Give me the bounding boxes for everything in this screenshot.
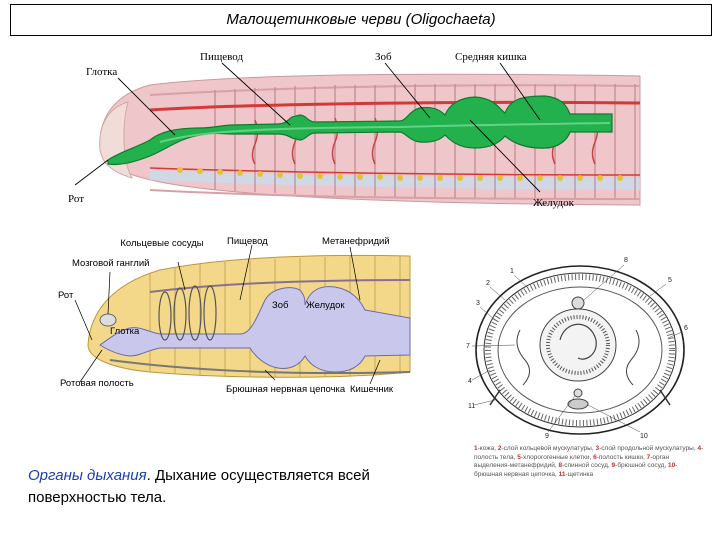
label-gizzard-bottom: Желудок [306,300,345,311]
top-worm-diagram: Глотка Пищевод Зоб Средняя кишка Рот Жел… [68,51,641,209]
label-ventral-nerve-cord: Брюшная нервная цепочка [226,384,346,395]
label-intestine: Кишечник [350,384,394,395]
label-mouth-top: Рот [68,193,84,205]
caption-highlight: Органы дыхания [28,467,147,484]
label-mouth-bottom: Рот [58,290,74,301]
label-brain-ganglion: Мозговой ганглий [72,258,149,269]
num-6: 6 [684,325,688,332]
label-ring-vessels: Кольцевые сосуды [120,238,203,249]
dorsal-vessel-section [571,296,585,310]
label-metanephridium: Метанефридий [322,236,390,247]
num-9: 9 [545,433,549,440]
label-oral-cavity: Ротовая полость [60,378,134,389]
num-11: 11 [468,403,475,410]
slide-title: Малощетинковые черви (Oligochaeta) [10,4,712,36]
nerve-cord-section [567,398,589,410]
digestive-tract [107,95,613,166]
label-esophagus-bottom: Пищевод [227,236,268,247]
gut [539,308,617,382]
num-3: 3 [476,300,480,307]
cross-section-diagram: 1 2 3 4 5 6 7 8 9 10 11 [466,257,688,440]
num-7: 7 [466,343,470,350]
respiration-caption: Органы дыхания. Дыхание осуществляется в… [28,465,428,509]
num-4: 4 [468,378,472,385]
label-midgut: Средняя кишка [455,51,527,63]
brain-ganglion [99,313,117,327]
ventral-vessel-section [573,388,583,398]
cross-section-legend: 1-кожа, 2-слой кольцевой мускулатуры, 3-… [474,445,704,478]
caption-text: . Дыхание осуществляется всей поверхност… [28,467,370,506]
label-gizzard-top: Желудок [533,197,575,209]
nerve-ganglia [177,167,623,181]
num-5: 5 [668,277,672,284]
ventral-vessel [149,167,641,176]
ring-vessels [158,285,217,341]
label-pharynx-bottom: Глотка [110,326,140,337]
num-8: 8 [624,257,628,264]
anterior-gut [99,286,411,373]
label-crop-top: Зоб [375,51,392,63]
num-10: 10 [640,433,648,440]
anterior-section-diagram: Кольцевые сосуды Пищевод Метанефридий Мо… [58,236,411,395]
num-1: 1 [510,268,514,275]
label-crop-bottom: Зоб [272,300,289,311]
label-pharynx: Глотка [86,66,117,78]
num-2: 2 [486,280,490,287]
label-esophagus-top: Пищевод [200,51,243,63]
